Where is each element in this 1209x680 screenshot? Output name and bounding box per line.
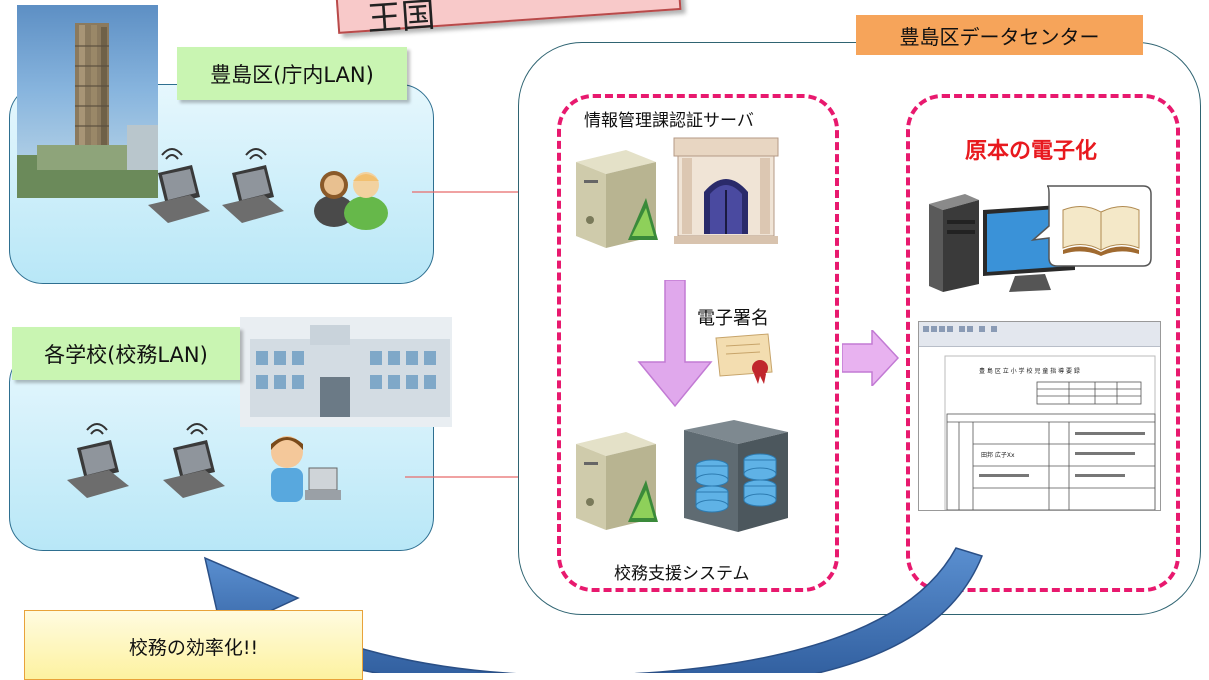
signature-label: 電子署名 [697,308,769,329]
toshima-lan-label: 豊島区(庁内LAN) [177,47,407,100]
document-heading: 豊 島 区 立 小 学 校 児 童 指 導 要 録 [979,368,1080,375]
school-devices [67,423,341,502]
digitize-arrow [842,330,900,386]
gate-building-icon [673,137,779,244]
users-icon [314,171,388,230]
document-name-value: 田邦 広子Xx [981,452,1015,459]
auth-server-label: 情報管理課認証サーバ [584,111,754,131]
digitize-dashed-group [906,94,1180,592]
efficiency-label-box: 校務の効率化!! [24,610,363,680]
system-dashed-group [557,94,839,592]
laptop-icon [163,423,225,498]
certificate-icon [715,333,773,384]
laptop-icon [222,148,284,223]
toshima-devices [148,148,388,230]
database-icon [684,420,788,532]
building-photo [17,5,158,198]
document-screenshot: 豊 島 区 立 小 学 校 児 童 指 導 要 録 田邦 広子Xx [918,321,1161,511]
laptop-icon [148,148,210,223]
efficiency-label: 校務の効率化!! [128,637,259,659]
digitize-label: 原本の電子化 [965,139,1098,164]
signature-arrow [637,280,713,408]
laptop-icon [67,423,129,498]
auth-server-icons [576,137,779,248]
computer-book-icon [929,185,1152,292]
book-speech-bubble-icon [1030,185,1152,267]
staff-user-icon [271,436,341,502]
server-icon [576,150,658,248]
school-system-icons [576,420,788,532]
server-icon [576,432,658,530]
datacenter-title: 豊島区データセンター [856,15,1143,55]
school-system-label: 校務支援システム [614,564,750,584]
school-building-photo [240,317,452,427]
school-lan-label: 各学校(校務LAN) [12,327,240,380]
